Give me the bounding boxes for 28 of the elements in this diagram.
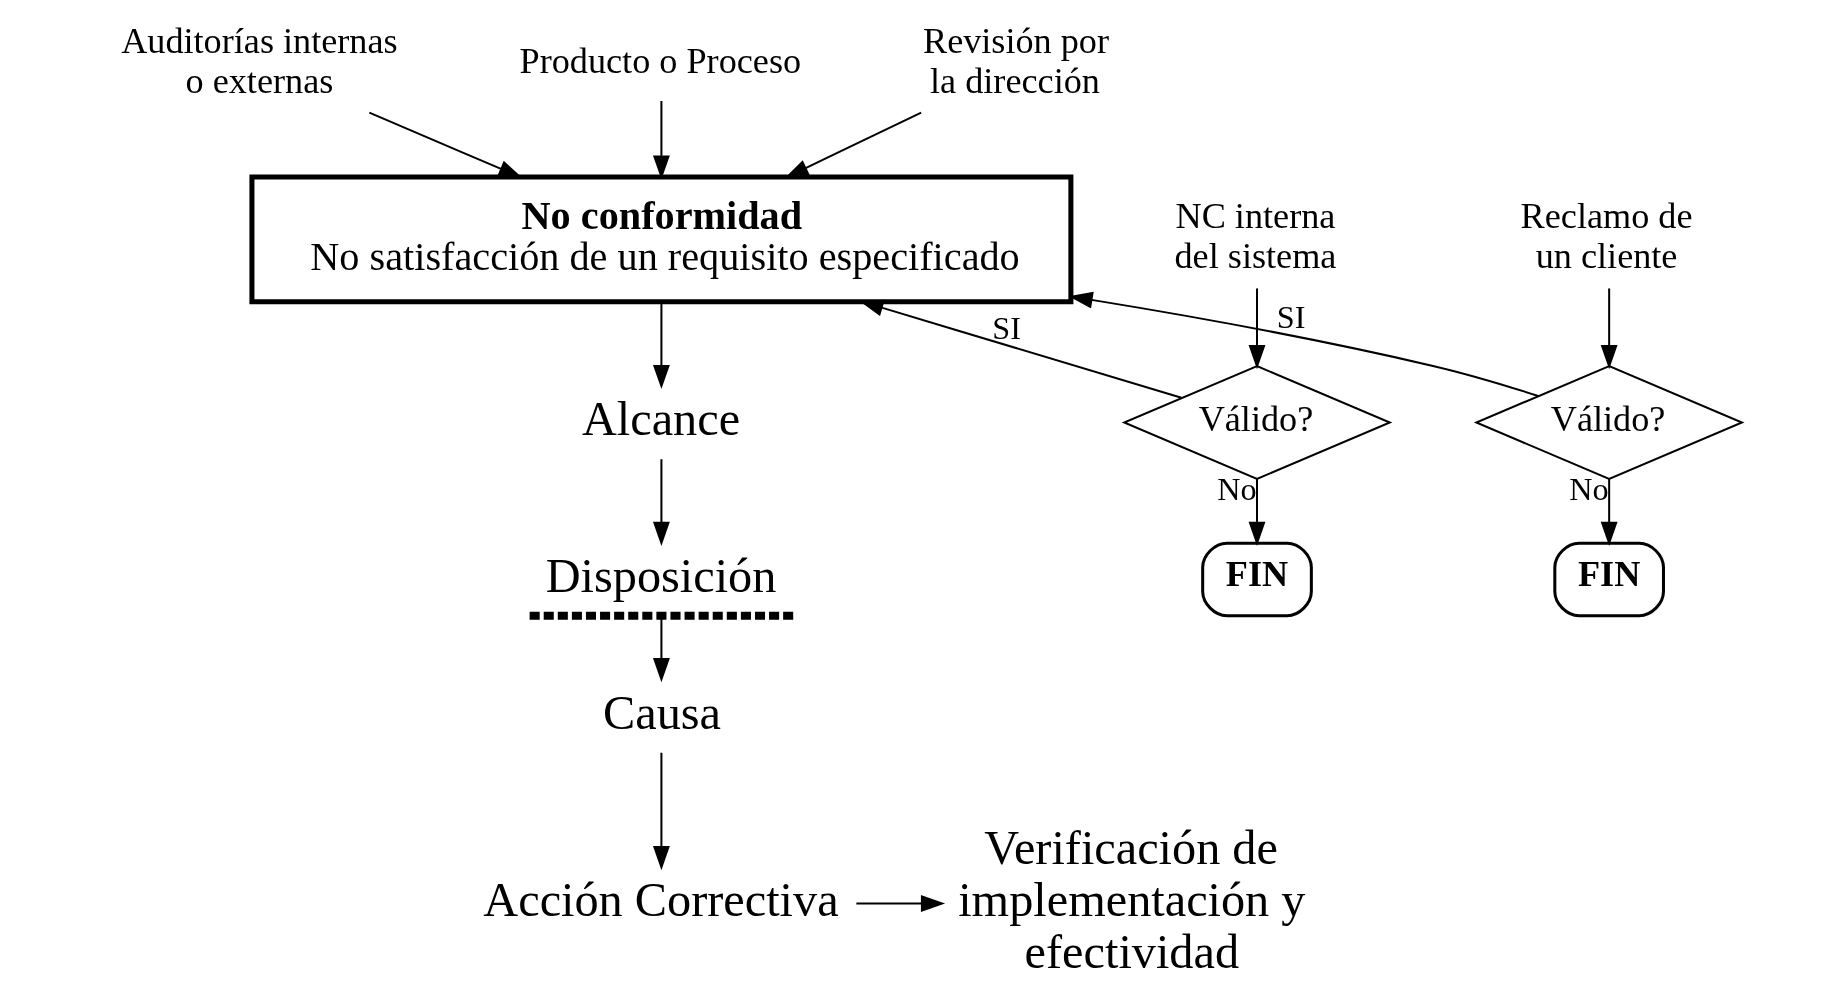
- node-text: NC interna del sistema: [1174, 196, 1337, 277]
- arrow: [856, 894, 946, 912]
- node-box: FIN: [1201, 541, 1313, 618]
- arrow: [652, 302, 670, 390]
- node-text: Disposición: [545, 548, 777, 602]
- node-text: Acción Correctiva: [483, 872, 839, 926]
- node-text: Alcance: [581, 391, 741, 445]
- arrow: [1068, 291, 1539, 397]
- arrow: [652, 459, 670, 546]
- edge-label: SI: [992, 310, 1021, 347]
- arrow: [652, 616, 670, 683]
- node-diamond: Válido?: [1121, 365, 1393, 480]
- node-text: Auditorías internas o externas: [121, 21, 398, 102]
- arrow: [652, 100, 670, 180]
- node-diamond: Válido?: [1473, 365, 1745, 480]
- arrow: [1600, 288, 1618, 370]
- node-box: FIN: [1553, 541, 1665, 618]
- node-text: Producto o Proceso: [519, 41, 802, 82]
- node-text: Causa: [603, 685, 722, 739]
- node-text: Reclamo de un cliente: [1520, 196, 1693, 277]
- node-box: No conformidad No satisfacción de un requisito especificado: [249, 174, 1074, 305]
- arrow: [1248, 478, 1266, 546]
- arrow: [1600, 478, 1618, 546]
- node-text: Revisión por la dirección: [923, 21, 1110, 102]
- arrow: [1248, 288, 1266, 370]
- node-text: Verificación de implementación y efectividad: [958, 820, 1306, 979]
- edge-label: SI: [1276, 299, 1306, 336]
- arrow: [652, 752, 670, 871]
